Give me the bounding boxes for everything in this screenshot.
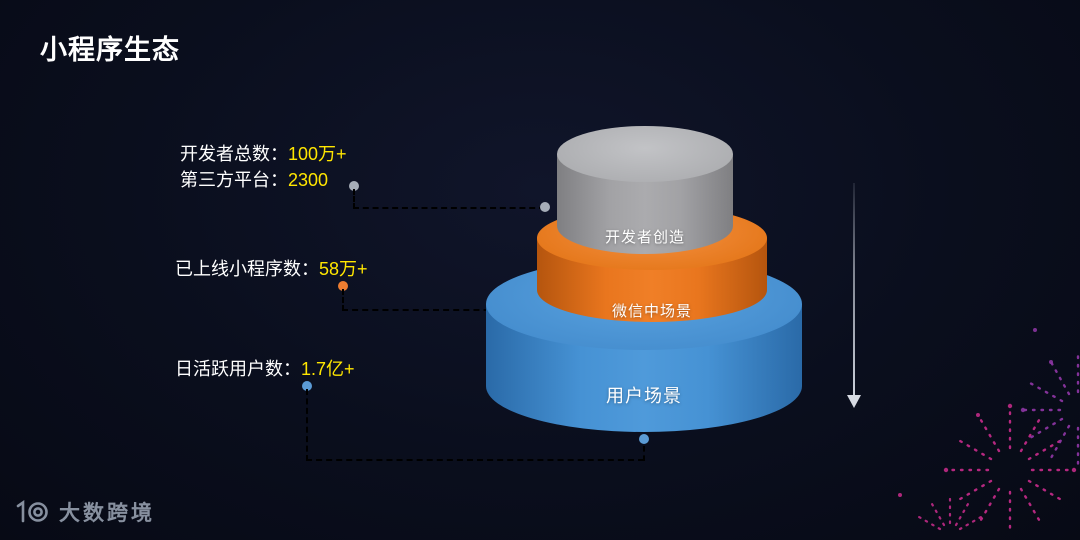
apps-connector-vline bbox=[342, 289, 344, 311]
cylinder-top bbox=[557, 126, 733, 182]
users-connector-hline bbox=[306, 459, 644, 461]
annotation-daily-users: 日活跃用户数：1.7亿+ bbox=[175, 356, 355, 382]
annotation-line-thirdparty-platforms: 第三方平台：2300 bbox=[180, 167, 347, 193]
page-title: 小程序生态 bbox=[40, 35, 180, 65]
brand-logo: 大数跨境 bbox=[14, 497, 155, 527]
apps-connector-start-dot bbox=[338, 281, 348, 291]
developer-connector-start-dot bbox=[349, 181, 359, 191]
annotation-value: 1.7亿+ bbox=[301, 359, 355, 379]
fireworks-icon bbox=[898, 328, 1080, 536]
apps-connector-hline bbox=[342, 309, 530, 311]
pyramid-layer-label: 开发者创造 bbox=[604, 229, 685, 246]
users-connector-vline bbox=[306, 389, 308, 461]
users-connector-end-dot bbox=[639, 434, 649, 444]
annotation-developers: 开发者总数：100万+ 第三方平台：2300 bbox=[180, 141, 347, 193]
annotation-line-developer-total: 开发者总数：100万+ bbox=[180, 141, 347, 167]
annotation-label: 第三方平台： bbox=[180, 170, 288, 190]
annotation-value: 58万+ bbox=[319, 259, 368, 279]
users-connector-vline-end bbox=[643, 446, 645, 461]
pyramid-layer-developer-creation: 开发者创造 bbox=[557, 126, 733, 254]
pyramid-layer-label: 用户场景 bbox=[606, 386, 682, 406]
arrow-head bbox=[847, 395, 861, 408]
annotation-label: 日活跃用户数： bbox=[175, 359, 301, 379]
annotation-value: 2300 bbox=[288, 170, 329, 190]
arrow-shaft bbox=[853, 183, 855, 397]
annotation-label: 开发者总数： bbox=[180, 144, 288, 164]
down-arrow-icon bbox=[846, 183, 862, 415]
annotation-label: 已上线小程序数： bbox=[175, 259, 319, 279]
developer-connector-vline bbox=[353, 189, 355, 209]
developer-connector-end-dot bbox=[540, 202, 550, 212]
developer-connector-hline bbox=[353, 207, 545, 209]
annotation-value: 100万+ bbox=[288, 144, 347, 164]
users-connector-start-dot bbox=[302, 381, 312, 391]
pyramid-layer-label: 微信中场景 bbox=[611, 303, 692, 320]
brand-logo-icon bbox=[16, 500, 48, 523]
brand-name: 大数跨境 bbox=[59, 502, 155, 525]
annotation-apps-online: 已上线小程序数：58万+ bbox=[175, 256, 368, 282]
